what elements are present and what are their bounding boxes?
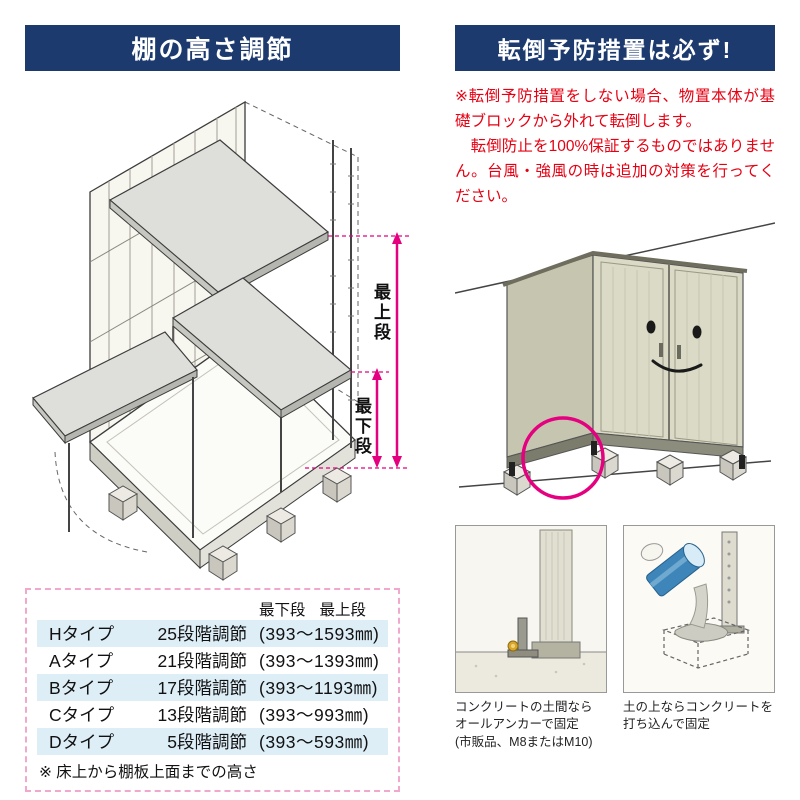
anchor-highlight-circle [521,415,605,500]
label-top-shelf: 最上段 [371,283,390,343]
dimension-arrow-bottom-shelf [372,368,382,468]
section-title-shelf: 棚の高さ調節 [25,25,400,71]
shelf-diagram [32,100,409,581]
steps-cell: 5段階調節 [167,732,247,752]
concrete-fixing-caption: 土の上ならコンクリートを 打ち込んで固定 [623,699,774,732]
dimension-leader-lines [305,235,409,469]
tipover-warning-text: ※転倒予防措置をしない場合、物置本体が基礎ブロックから外れて転倒します。 転倒防… [455,88,775,206]
header-bottom-shelf: 最下段 [259,602,306,619]
range-cell: (393〜593㎜) [259,732,370,752]
concrete-fixing-image [623,524,775,693]
door-grooves [612,266,724,442]
label-bottom-shelf: 最下段 [352,397,371,457]
table-row: Cタイプ 13段階調節 (393〜993㎜) [37,701,388,728]
dimension-arrow-top-shelf [392,232,402,468]
range-cell: (393〜1593㎜) [259,624,380,644]
dig-hole-outline [661,616,751,669]
tipover-section: 転倒予防措置は必ず! ※転倒予防措置をしない場合、物置本体が基礎ブロックから外れ… [455,25,775,751]
section-title-tipover: 転倒予防措置は必ず! [455,25,775,71]
concrete-fixing-figure: 土の上ならコンクリートを 打ち込んで固定 [623,524,775,752]
smiley-face [646,320,703,373]
range-cell: (393〜993㎜) [259,705,370,725]
steps-cell: 17段階調節 [157,678,247,698]
spec-table-rows: Hタイプ 25段階調節 (393〜1593㎜) Aタイプ 21段階調節 (393… [37,620,388,755]
steps-cell: 25段階調節 [157,624,247,644]
range-cell: (393〜1393㎜) [259,651,380,671]
spec-table-header: 最下段 最上段 [37,598,388,620]
shed-base [89,439,356,570]
shelf-spec-table: 最下段 最上段 Hタイプ 25段階調節 (393〜1593㎜) Aタイプ 21段… [25,588,400,792]
steps-cell: 21段階調節 [157,651,247,671]
spec-table-footnote: ※ 床上から棚板上面までの高さ [39,764,258,781]
shelf-middle-board [171,277,353,492]
concrete-stream [689,582,709,629]
shed-illustration [455,221,775,500]
door-handle-left [659,342,663,357]
fixing-methods: コンクリートの土間なら オールアンカーで固定 (市販品、M8またはM10) [455,524,775,752]
shelf-adjust-section: 棚の高さ調節 [25,25,423,795]
bucket [646,542,705,596]
type-cell: Bタイプ [49,678,114,698]
table-row: Bタイプ 17段階調節 (393〜1193㎜) [37,674,388,701]
anchor-fixing-image [455,524,607,693]
anchor-fixing-caption: コンクリートの土間なら オールアンカーで固定 (市販品、M8またはM10) [455,699,593,749]
roof-edge [502,250,748,287]
type-cell: Cタイプ [49,705,115,725]
anchor-fixing-figure: コンクリートの土間なら オールアンカーで固定 (市販品、M8またはM10) [455,524,607,752]
type-cell: Aタイプ [49,651,114,671]
type-cell: Hタイプ [49,624,115,644]
anchor-fixing-illustration [456,525,606,692]
shelf-low-board [32,331,198,538]
header-top-shelf: 最上段 [319,602,367,619]
range-cell: (393〜1193㎜) [259,678,378,698]
table-row: Dタイプ 5段階調節 (393〜593㎜) [37,728,388,755]
type-cell: Dタイプ [49,732,115,752]
hand [640,542,664,561]
anchor-plates [509,440,745,476]
concrete-fixing-illustration [624,525,774,692]
adjustable-posts [330,140,354,448]
door-handle-right [677,344,681,359]
shed-body [502,250,748,469]
steps-cell: 13段階調節 [157,705,247,725]
doors [600,260,738,446]
anchor-plate [517,617,528,651]
table-row: Hタイプ 25段階調節 (393〜1593㎜) [37,620,388,647]
table-row: Aタイプ 21段階調節 (393〜1393㎜) [37,647,388,674]
post [721,531,738,629]
